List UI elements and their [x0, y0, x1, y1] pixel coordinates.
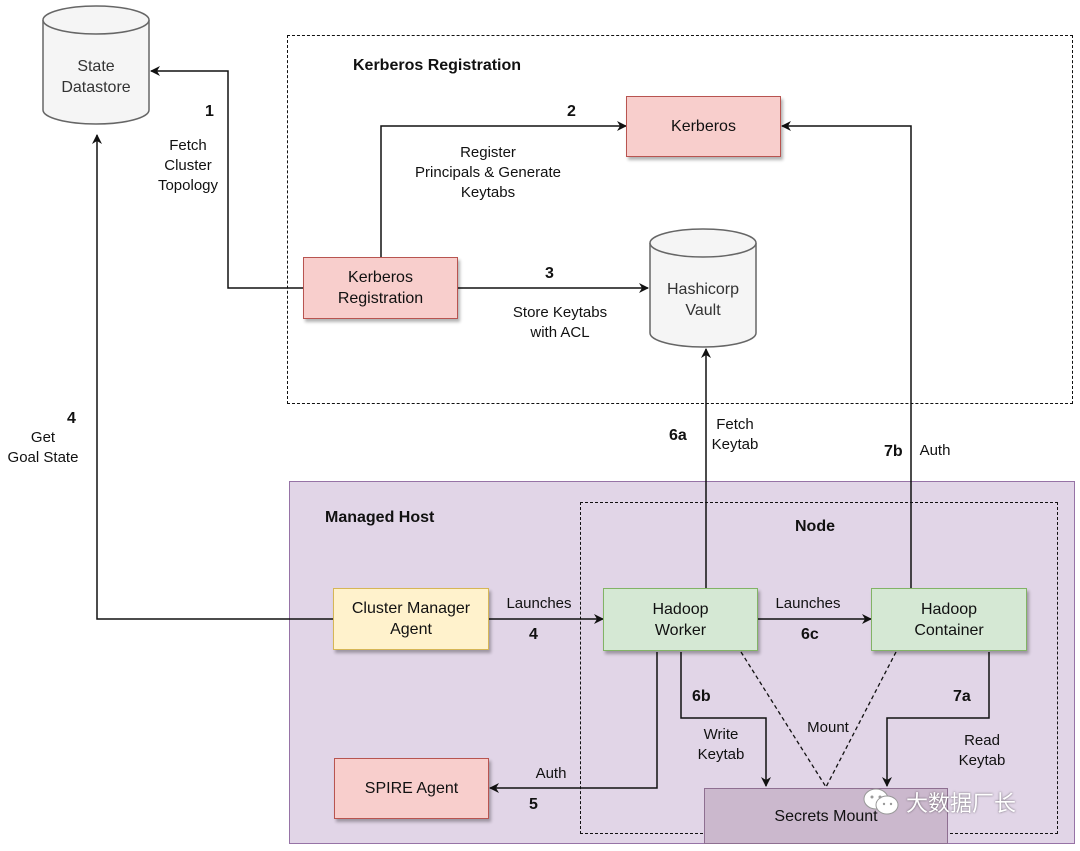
hadoop-container-node[interactable]: Hadoop Container	[871, 588, 1027, 651]
edge-container-auth	[781, 121, 912, 588]
mount-line-container	[825, 651, 897, 788]
spire-agent-node-label: SPIRE Agent	[364, 780, 459, 797]
secrets-mount-node[interactable]: Secrets Mount	[704, 788, 948, 844]
kerberos-registration-node-label: Kerberos Registration	[337, 269, 424, 307]
hadoop-container-node-label: Hadoop Container	[914, 600, 984, 639]
wechat-icon	[863, 788, 899, 815]
label-mount: Mount	[807, 719, 849, 736]
edge-read-keytab	[882, 652, 990, 787]
step-6c: 6c	[801, 626, 819, 643]
label-register-principals: Register Principals & Generate Keytabs	[415, 144, 561, 201]
step-7a: 7a	[953, 688, 971, 705]
node-region-title: Node	[795, 518, 835, 535]
step-5: 5	[529, 796, 538, 813]
edge-get-goal-state	[92, 134, 333, 620]
spire-agent-node[interactable]: SPIRE Agent	[334, 758, 489, 819]
kerberos-node[interactable]: Kerberos	[626, 96, 781, 157]
edge-fetch-cluster-topology	[150, 66, 303, 289]
edge-register-principals	[380, 121, 627, 257]
managed-host-region-title: Managed Host	[325, 509, 435, 526]
step-7b: 7b	[884, 443, 903, 460]
kerberos-registration-node[interactable]: Kerberos Registration	[303, 257, 458, 319]
cluster-manager-agent-node-label: Cluster Manager Agent	[351, 600, 471, 638]
hashicorp-vault-cylinder[interactable]	[649, 228, 757, 348]
label-container-auth: Auth	[919, 442, 951, 459]
secrets-mount-node-label: Secrets Mount	[774, 807, 878, 825]
edge-write-keytab	[680, 652, 771, 787]
hadoop-worker-node[interactable]: Hadoop Worker	[603, 588, 758, 651]
hashicorp-vault-label: Hashicorp Vault	[666, 281, 740, 319]
kerberos-registration-region-title: Kerberos Registration	[353, 57, 522, 74]
kerberos-registration-region	[287, 35, 1073, 404]
label-launches-worker: Launches	[506, 595, 572, 612]
step-3: 3	[545, 265, 554, 282]
cluster-manager-agent-node[interactable]: Cluster Manager Agent	[333, 588, 489, 650]
step-2: 2	[567, 103, 576, 120]
label-fetch-cluster-topology: Fetch Cluster Topology	[157, 137, 219, 194]
label-get-goal-state: Get Goal State	[7, 429, 79, 466]
label-store-keytabs: Store Keytabs with ACL	[512, 304, 608, 341]
step-4-goal: 4	[67, 410, 76, 427]
mount-line-worker	[740, 651, 827, 788]
label-spire-auth: Auth	[535, 765, 567, 782]
label-fetch-keytab: Fetch Keytab	[711, 416, 759, 453]
step-6a: 6a	[669, 427, 687, 444]
state-datastore-label: State Datastore	[61, 58, 131, 96]
watermark-text: 大数据厂长	[906, 791, 1017, 816]
watermark: 大数据厂长	[862, 786, 1016, 818]
kerberos-node-label: Kerberos	[671, 118, 736, 135]
state-datastore-cylinder[interactable]	[42, 5, 150, 125]
step-1: 1	[205, 103, 214, 120]
edge-spire-auth	[489, 652, 658, 793]
label-launches-container: Launches	[775, 595, 841, 612]
step-6b: 6b	[692, 688, 711, 705]
step-4-launch: 4	[529, 626, 538, 643]
hadoop-worker-node-label: Hadoop Worker	[652, 600, 709, 639]
label-read-keytab: Read Keytab	[958, 732, 1006, 769]
label-write-keytab: Write Keytab	[697, 726, 745, 763]
